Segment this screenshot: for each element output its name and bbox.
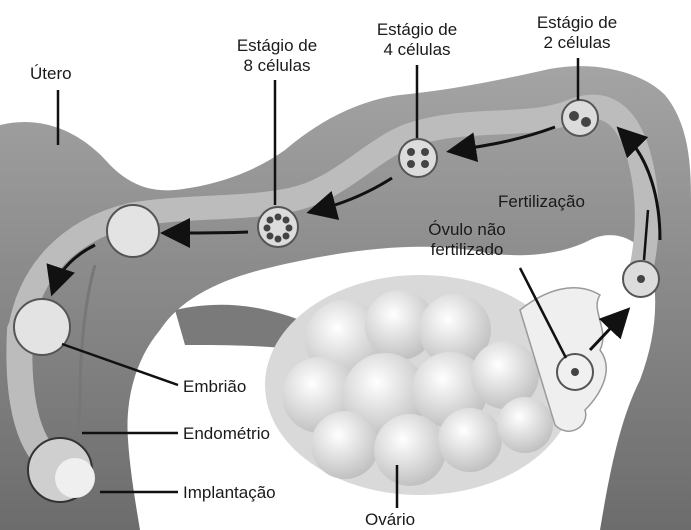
label-fertilizacao: Fertilização (498, 192, 585, 212)
label-stage-8: Estágio de 8 células (222, 36, 332, 76)
label-utero: Útero (30, 64, 72, 84)
cell-stage-8 (258, 207, 298, 247)
label-ovulo: Óvulo não fertilizado (412, 220, 522, 260)
label-stage-2-line1: Estágio de (522, 13, 632, 33)
label-stage-8-line2: 8 células (222, 56, 332, 76)
label-ovario: Ovário (365, 510, 415, 530)
label-implantacao: Implantação (183, 483, 276, 503)
cell-stage-2 (562, 100, 598, 136)
label-ovulo-line2: fertilizado (412, 240, 522, 260)
label-stage-4: Estágio de 4 células (362, 20, 472, 60)
label-stage-4-line1: Estágio de (362, 20, 472, 40)
label-stage-8-line1: Estágio de (222, 36, 332, 56)
label-stage-4-line2: 4 células (362, 40, 472, 60)
cell-stage-4 (399, 139, 437, 177)
cell-fertilization (623, 261, 659, 297)
cell-unfertilized-ovum (557, 354, 593, 390)
arrow-8-to-morula (172, 232, 248, 233)
label-ovulo-line1: Óvulo não (412, 220, 522, 240)
label-stage-2: Estágio de 2 células (522, 13, 632, 53)
label-stage-2-line2: 2 células (522, 33, 632, 53)
label-embriao: Embrião (183, 377, 246, 397)
cell-embryo (14, 299, 70, 355)
cell-morula (107, 205, 159, 257)
label-endometrio: Endométrio (183, 424, 270, 444)
